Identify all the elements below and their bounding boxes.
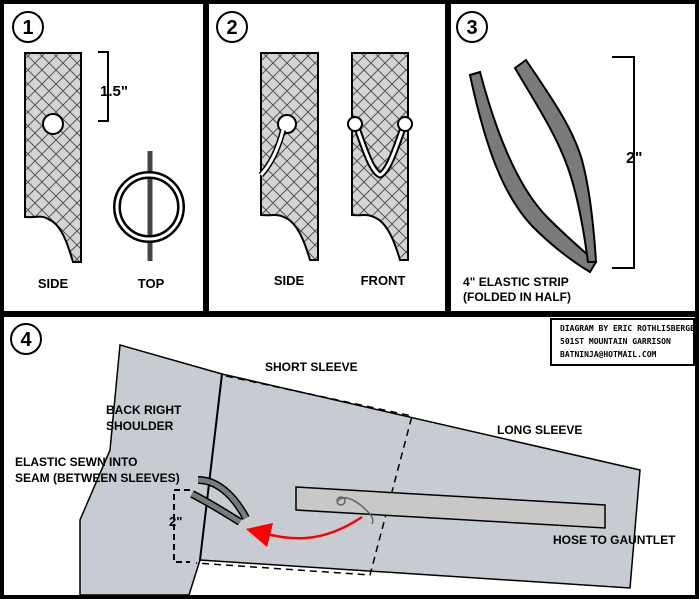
elastic-loop-front-inner (354, 124, 406, 177)
measure-label: 2" (169, 514, 182, 529)
measure-label: 1.5" (100, 83, 128, 100)
caption-line-1: 4" ELASTIC STRIP (463, 275, 569, 289)
credit-line-2: 501ST MOUNTAIN GARRISON (560, 337, 671, 346)
label-short-sleeve: SHORT SLEEVE (265, 360, 358, 374)
panel-2 (209, 4, 445, 311)
strap-front-view (351, 52, 409, 261)
ring-inner (115, 173, 183, 241)
sleeve-seam (199, 373, 223, 561)
credit-line-1: DIAGRAM BY ERIC ROTHLISBERGER (560, 324, 699, 333)
hose-hook-eye (336, 496, 346, 506)
elastic-through-hole-inner (259, 129, 285, 177)
folded-elastic-strip-back (513, 58, 598, 263)
label-back-line-2: SHOULDER (106, 419, 174, 433)
credit-line-3: BATNINJA@HOTMAIL.COM (560, 350, 657, 359)
label-top: TOP (138, 276, 165, 291)
strap-side-view (24, 52, 82, 263)
strap-hole (42, 113, 64, 135)
red-direction-arrow (245, 515, 363, 548)
step-number: 1 (22, 17, 33, 39)
strap-side-view-elastic (260, 52, 319, 261)
credit-box (550, 318, 695, 366)
label-side: SIDE (274, 273, 305, 288)
label-elastic-line-2: SEAM (BETWEEN SLEEVES) (15, 471, 180, 485)
measure-label: 2" (626, 150, 642, 167)
elastic-in-seam-fill (197, 477, 249, 520)
elastic-in-seam-lower-fill (190, 491, 242, 525)
label-long-sleeve: LONG SLEEVE (497, 423, 582, 437)
step-number: 2 (226, 17, 237, 39)
label-side: SIDE (38, 276, 69, 291)
measure-bracket (98, 51, 109, 122)
caption-line-2: (FOLDED IN HALF) (463, 290, 571, 304)
panel-1-content: 1 1.5" SIDE TOP (12, 11, 185, 291)
label-front: FRONT (361, 273, 406, 288)
step-number: 3 (466, 17, 477, 39)
strap-hole-right (397, 116, 413, 132)
panel-3-content: 3 2" 4" ELASTIC STRIP (FOLDED IN HALF) (456, 11, 642, 304)
step-number-badge (216, 11, 248, 43)
hose-to-gauntlet (295, 486, 606, 529)
measure-bracket (612, 56, 635, 269)
step-number: 4 (20, 329, 32, 351)
label-back-line-1: BACK RIGHT (106, 403, 182, 417)
strap-hole (277, 114, 297, 134)
label-hose: HOSE TO GAUNTLET (553, 533, 676, 547)
panel-4-content: 4 DIAGRAM BY ERIC ROTHLISBERGER 501ST MO… (10, 318, 699, 596)
panel-2-content: 2 SIDE FRONT (216, 11, 413, 288)
step-number-badge (10, 323, 42, 355)
measure-bracket (173, 489, 190, 563)
label-elastic-line-1: ELASTIC SEWN INTO (15, 455, 137, 469)
step-number-badge (456, 11, 488, 43)
step-number-badge (12, 11, 44, 43)
strap-hole-left (347, 116, 363, 132)
